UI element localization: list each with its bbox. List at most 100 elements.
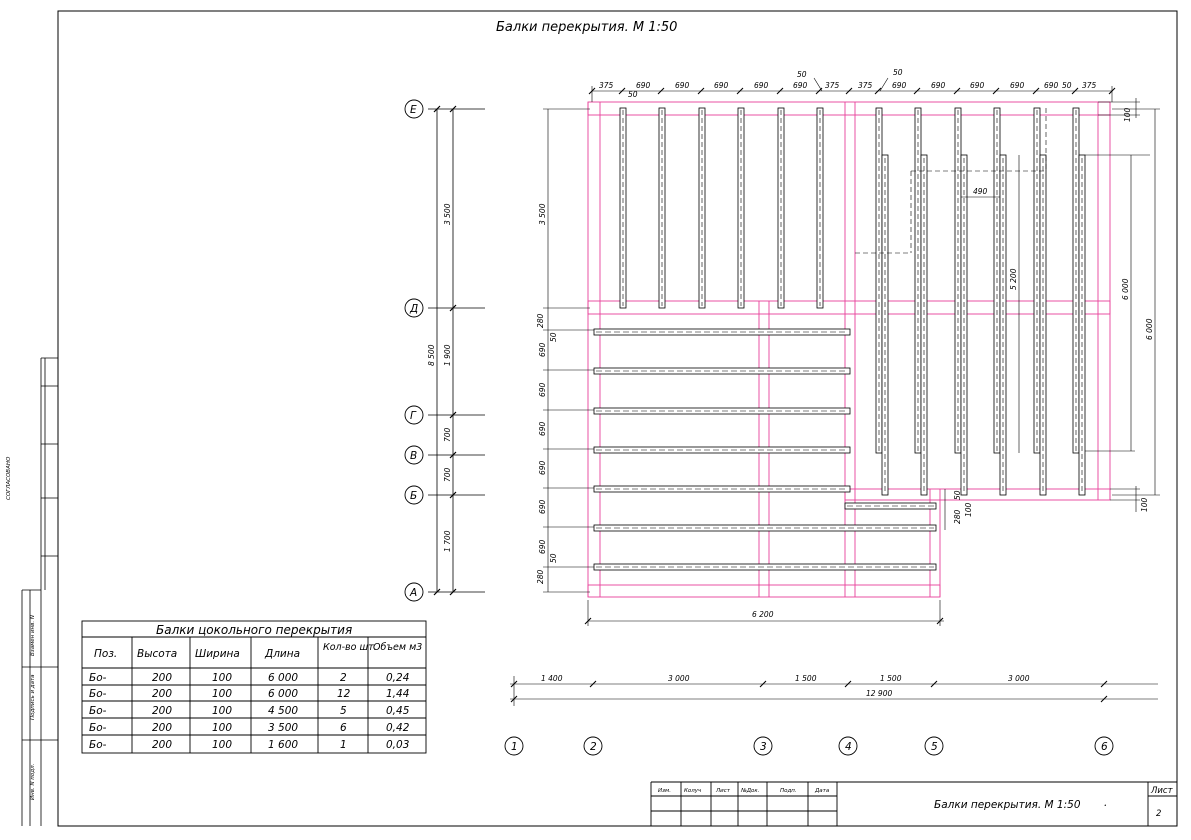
plan-dim-690-4: 690 bbox=[538, 460, 547, 475]
tb-header-4: Подп. bbox=[780, 788, 797, 794]
tb-sheet-number: 2 bbox=[1156, 809, 1161, 819]
table-cell: 200 bbox=[152, 722, 172, 734]
vertical-beams-left bbox=[619, 107, 824, 309]
top-dim-l3: 690 bbox=[714, 81, 729, 90]
table-cell: 12 bbox=[337, 688, 351, 700]
table-cell: Бо- bbox=[89, 688, 107, 700]
axis-bubble-1: 1 bbox=[504, 736, 524, 756]
plan-dim-3500: 3 500 bbox=[538, 203, 547, 225]
table-cell: 100 bbox=[212, 705, 232, 717]
table-cell: 1 600 bbox=[268, 739, 298, 751]
axis-label-1: 1 bbox=[511, 741, 518, 753]
stamp-inv-label: Инв. N подл. bbox=[30, 763, 36, 800]
schedule-header-4: Кол-во шт. bbox=[323, 642, 377, 653]
top-dim-ticks bbox=[588, 87, 1116, 95]
schedule-title: Балки цокольного перекрытия bbox=[156, 623, 352, 637]
plan-dim-280a: 280 bbox=[536, 313, 545, 328]
top-dim-lines bbox=[591, 77, 1113, 102]
axis-bubble-Е: Е bbox=[404, 99, 424, 119]
table-cell: 200 bbox=[152, 705, 172, 717]
axis-bubble-Б: Б bbox=[404, 485, 424, 505]
schedule-rows: Бо- 200 100 6 000 2 0,24 Бо- 200 100 6 0… bbox=[89, 672, 410, 751]
top-dim-r0: 375 bbox=[858, 81, 873, 90]
right-dim-100b: 100 bbox=[1140, 497, 1149, 512]
table-cell: 0,03 bbox=[386, 739, 409, 751]
table-cell: 100 bbox=[212, 722, 232, 734]
dim-700-b: 700 bbox=[443, 467, 452, 482]
bottom-dim-ticks bbox=[510, 617, 1108, 703]
table-cell: 200 bbox=[152, 688, 172, 700]
top-dim-fifty-b: 50 bbox=[893, 68, 903, 77]
tb-header-1: Колуч bbox=[684, 788, 702, 794]
axis-label-6: 6 bbox=[1101, 741, 1108, 753]
table-cell: 3 500 bbox=[268, 722, 298, 734]
top-dim-l4: 690 bbox=[754, 81, 769, 90]
axis-bubble-4: 4 bbox=[838, 736, 858, 756]
table-cell: Бо- bbox=[89, 722, 107, 734]
axis-bubble-2: 2 bbox=[583, 736, 603, 756]
bottom-dim-lines bbox=[510, 600, 1158, 706]
table-cell: Бо- bbox=[89, 705, 107, 717]
axis-bubble-Г: Г bbox=[404, 405, 424, 425]
tb-sheet-label: Лист bbox=[1150, 786, 1174, 796]
right-dim-100c: 100 bbox=[964, 502, 973, 517]
sheet-title: Балки перекрытия. М 1:50 bbox=[496, 20, 677, 35]
table-cell: 200 bbox=[152, 672, 172, 684]
horizontal-beam-hidden bbox=[596, 331, 934, 568]
stamp-sign-date-label: Подпись и дата bbox=[30, 674, 36, 720]
top-dim-r7: 375 bbox=[1082, 81, 1097, 90]
plan-left-dim-lines bbox=[543, 108, 594, 593]
right-dim-6000a: 6 000 bbox=[1121, 278, 1130, 300]
table-cell: 0,24 bbox=[386, 672, 409, 684]
top-dim-l5: 690 bbox=[793, 81, 808, 90]
schedule-header-3: Длина bbox=[264, 648, 300, 660]
tb-header-0: Изм. bbox=[658, 788, 671, 794]
table-cell: 5 bbox=[340, 705, 347, 717]
bottom-dim-seg-1: 3 000 bbox=[668, 674, 690, 683]
axis-label-В: В bbox=[410, 450, 417, 462]
tb-dot: . bbox=[1104, 797, 1107, 809]
axis-bubble-В: В bbox=[404, 445, 424, 465]
dim-700-a: 700 bbox=[443, 427, 452, 442]
top-dim-r2: 690 bbox=[931, 81, 946, 90]
plan-dim-690-5: 690 bbox=[538, 499, 547, 514]
table-cell: 100 bbox=[212, 672, 232, 684]
table-cell: 6 000 bbox=[268, 688, 298, 700]
right-dim-6000b: 6 000 bbox=[1145, 318, 1154, 340]
beam-schedule-table bbox=[81, 620, 427, 754]
table-cell: 6 000 bbox=[268, 672, 298, 684]
bottom-dim-seg-0: 1 400 bbox=[541, 674, 563, 683]
bottom-dim-6200: 6 200 bbox=[752, 610, 774, 619]
vertical-beam-hidden-right bbox=[878, 110, 1083, 493]
top-dim-fifty-a: 50 bbox=[797, 70, 807, 79]
table-cell: 0,45 bbox=[386, 705, 410, 717]
plan-dim-50b: 50 bbox=[549, 553, 558, 563]
axis-bubble-Д: Д bbox=[404, 298, 424, 318]
plan-dim-690-2: 690 bbox=[538, 382, 547, 397]
right-dim-lines bbox=[944, 98, 1160, 530]
vertical-beam-hidden-left bbox=[622, 110, 821, 306]
dim-1900: 1 900 bbox=[443, 344, 452, 366]
plan-contour bbox=[587, 101, 1111, 598]
axis-bubble-5: 5 bbox=[924, 736, 944, 756]
top-dim-r4: 690 bbox=[1010, 81, 1025, 90]
plan-dim-690-1: 690 bbox=[538, 342, 547, 357]
table-cell: 1,44 bbox=[386, 688, 409, 700]
right-dim-5200: 5 200 bbox=[1009, 268, 1018, 290]
axis-label-5: 5 bbox=[931, 741, 938, 753]
table-cell: 6 bbox=[340, 722, 347, 734]
top-dim-fifty-c: 50 bbox=[628, 90, 638, 99]
table-cell: 4 500 bbox=[268, 705, 298, 717]
row-axis-ticks bbox=[433, 105, 457, 596]
axis-label-4: 4 bbox=[845, 741, 852, 753]
schedule-header-5: Объем м3 bbox=[373, 642, 422, 653]
schedule-header-1: Высота bbox=[137, 648, 177, 660]
plan-dim-690-6: 690 bbox=[538, 539, 547, 554]
top-dim-r3: 690 bbox=[970, 81, 985, 90]
tb-title: Балки перекрытия. М 1:50 bbox=[934, 799, 1081, 811]
bottom-dim-seg-3: 1 500 bbox=[880, 674, 902, 683]
stair-opening-hidden bbox=[855, 108, 1047, 254]
dim-1700: 1 700 bbox=[443, 530, 452, 552]
title-block bbox=[650, 781, 1177, 826]
